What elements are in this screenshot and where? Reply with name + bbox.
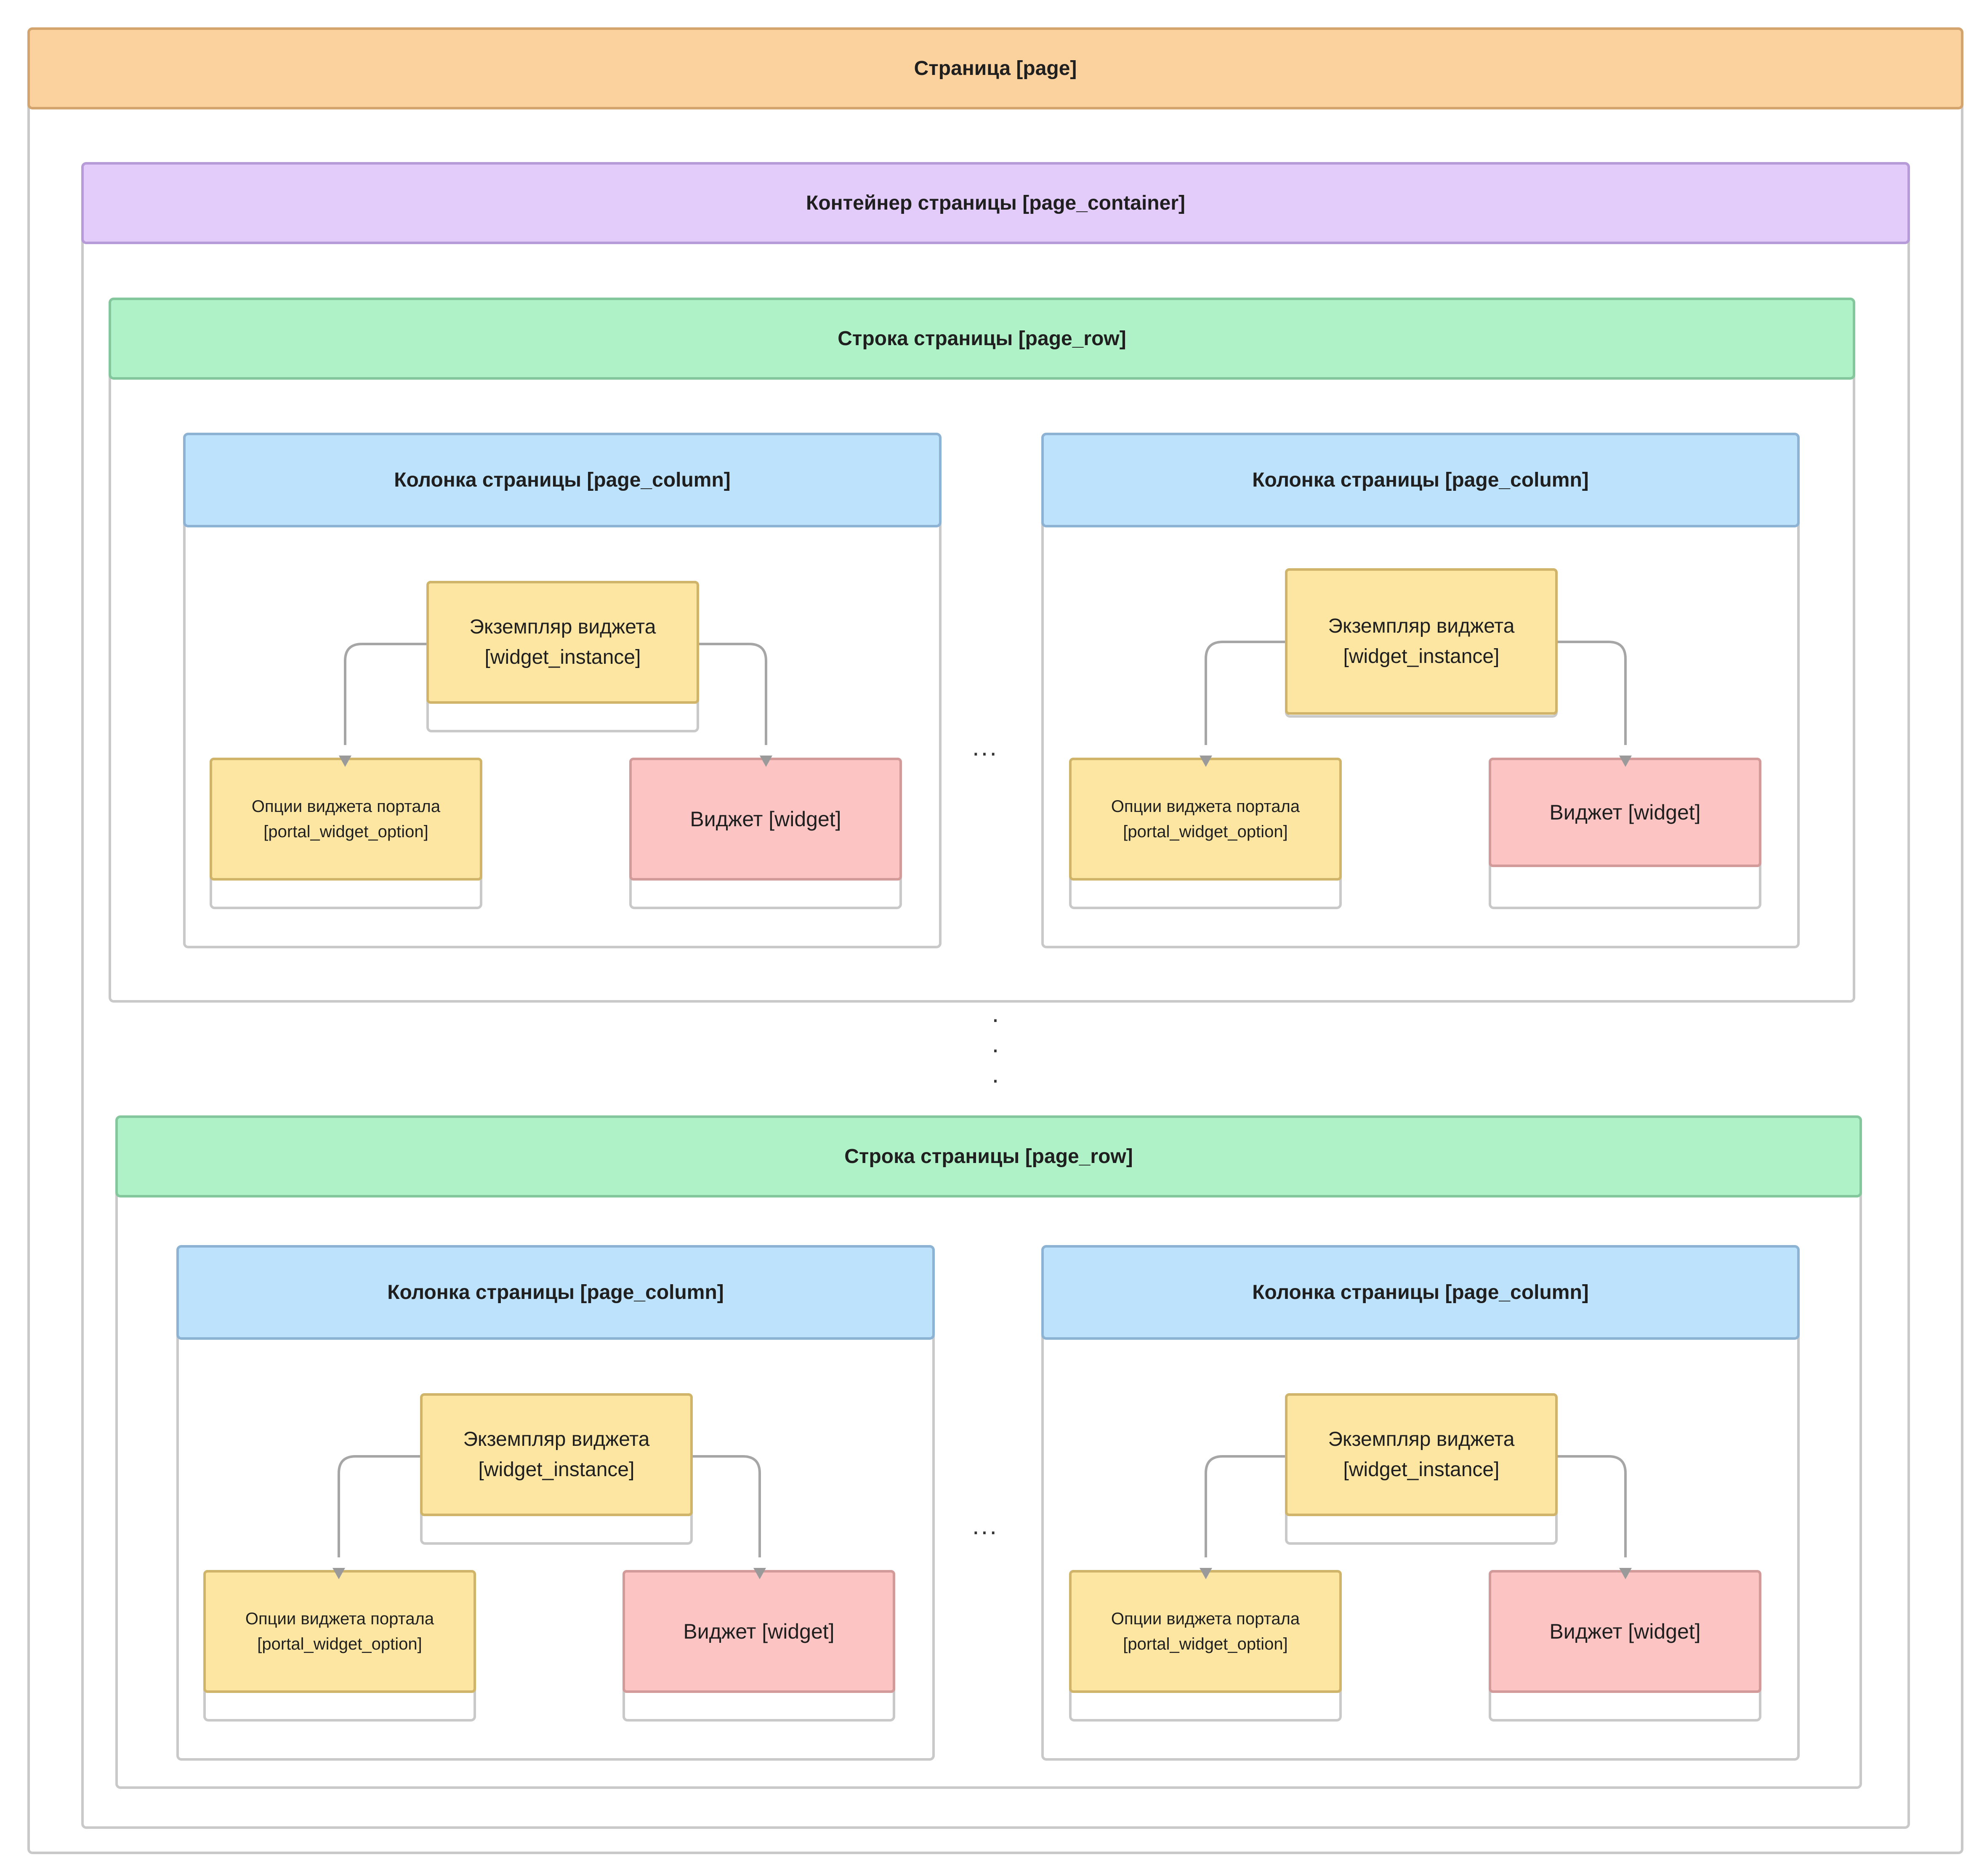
arrowhead: [339, 756, 351, 767]
widget-instance-label: Экземпляр виджета [widget_instance]: [463, 1428, 650, 1481]
widget-instance-label: Экземпляр виджета [widget_instance]: [1328, 1428, 1515, 1481]
page-column-header: Колонка страницы [page_column]: [183, 433, 942, 527]
page-column-header: Колонка страницы [page_column]: [1041, 433, 1800, 527]
widget-box: Виджет [widget]: [629, 758, 902, 881]
widget-instance-label: Экземпляр виджета [widget_instance]: [469, 616, 656, 668]
page-column-header: Колонка страницы [page_column]: [176, 1245, 935, 1340]
widget-label: Виджет [widget]: [1549, 1619, 1701, 1643]
page-container-header: Контейнер страницы [page_container]: [81, 162, 1910, 244]
page-row-header: Строка страницы [page_row]: [109, 298, 1855, 380]
arrow-to-widget: [1558, 641, 1627, 745]
arrowhead: [1619, 756, 1632, 767]
page-column-header: Колонка страницы [page_column]: [1041, 1245, 1800, 1340]
portal-widget-option-label: Опции виджета портала [portal_widget_opt…: [1111, 1610, 1300, 1653]
arrowhead: [760, 756, 772, 767]
arrow-to-widget: [1558, 1455, 1627, 1557]
portal-widget-option-box: Опции виджета портала [portal_widget_opt…: [210, 758, 482, 881]
arrow-to-option: [338, 1455, 420, 1557]
arrowhead: [1200, 756, 1212, 767]
row-ellipsis: · · ·: [987, 1004, 1004, 1095]
widget-instance-box: Экземпляр виджета [widget_instance]: [1285, 1393, 1558, 1516]
row-ellipsis-text: · · ·: [991, 1005, 1000, 1094]
page-header: Страница [page]: [27, 27, 1963, 109]
arrow-to-option: [344, 643, 426, 745]
portal-widget-option-box: Опции виджета портала [portal_widget_opt…: [1069, 758, 1342, 881]
column-ellipsis: ...: [972, 1511, 999, 1540]
arrowhead: [1200, 1568, 1212, 1579]
widget-label: Виджет [widget]: [1549, 800, 1701, 824]
arrow-to-widget: [699, 643, 767, 745]
widget-label: Виджет [widget]: [690, 807, 841, 831]
portal-widget-option-box: Опции виджета портала [portal_widget_opt…: [203, 1570, 476, 1693]
widget-instance-box: Экземпляр виджета [widget_instance]: [1285, 568, 1558, 715]
arrow-to-option: [1205, 641, 1285, 745]
widget-box: Виджет [widget]: [622, 1570, 895, 1693]
column-ellipsis: ...: [972, 733, 999, 761]
arrowhead: [1619, 1568, 1632, 1579]
widget-instance-label: Экземпляр виджета [widget_instance]: [1328, 615, 1515, 668]
widget-label: Виджет [widget]: [683, 1619, 835, 1643]
arrow-to-option: [1205, 1455, 1285, 1557]
portal-widget-option-box: Опции виджета портала [portal_widget_opt…: [1069, 1570, 1342, 1693]
widget-box: Виджет [widget]: [1489, 1570, 1761, 1693]
portal-widget-option-label: Опции виджета портала [portal_widget_opt…: [1111, 797, 1300, 841]
arrowhead: [332, 1568, 345, 1579]
widget-box: Виджет [widget]: [1489, 758, 1761, 867]
arrowhead: [753, 1568, 766, 1579]
portal-widget-option-label: Опции виджета портала [portal_widget_opt…: [251, 797, 441, 841]
arrow-to-widget: [693, 1455, 761, 1557]
widget-instance-box: Экземпляр виджета [widget_instance]: [426, 581, 699, 704]
page-row-header: Строка страницы [page_row]: [115, 1115, 1862, 1197]
widget-instance-box: Экземпляр виджета [widget_instance]: [420, 1393, 693, 1516]
portal-widget-option-label: Опции виджета портала [portal_widget_opt…: [245, 1610, 434, 1653]
